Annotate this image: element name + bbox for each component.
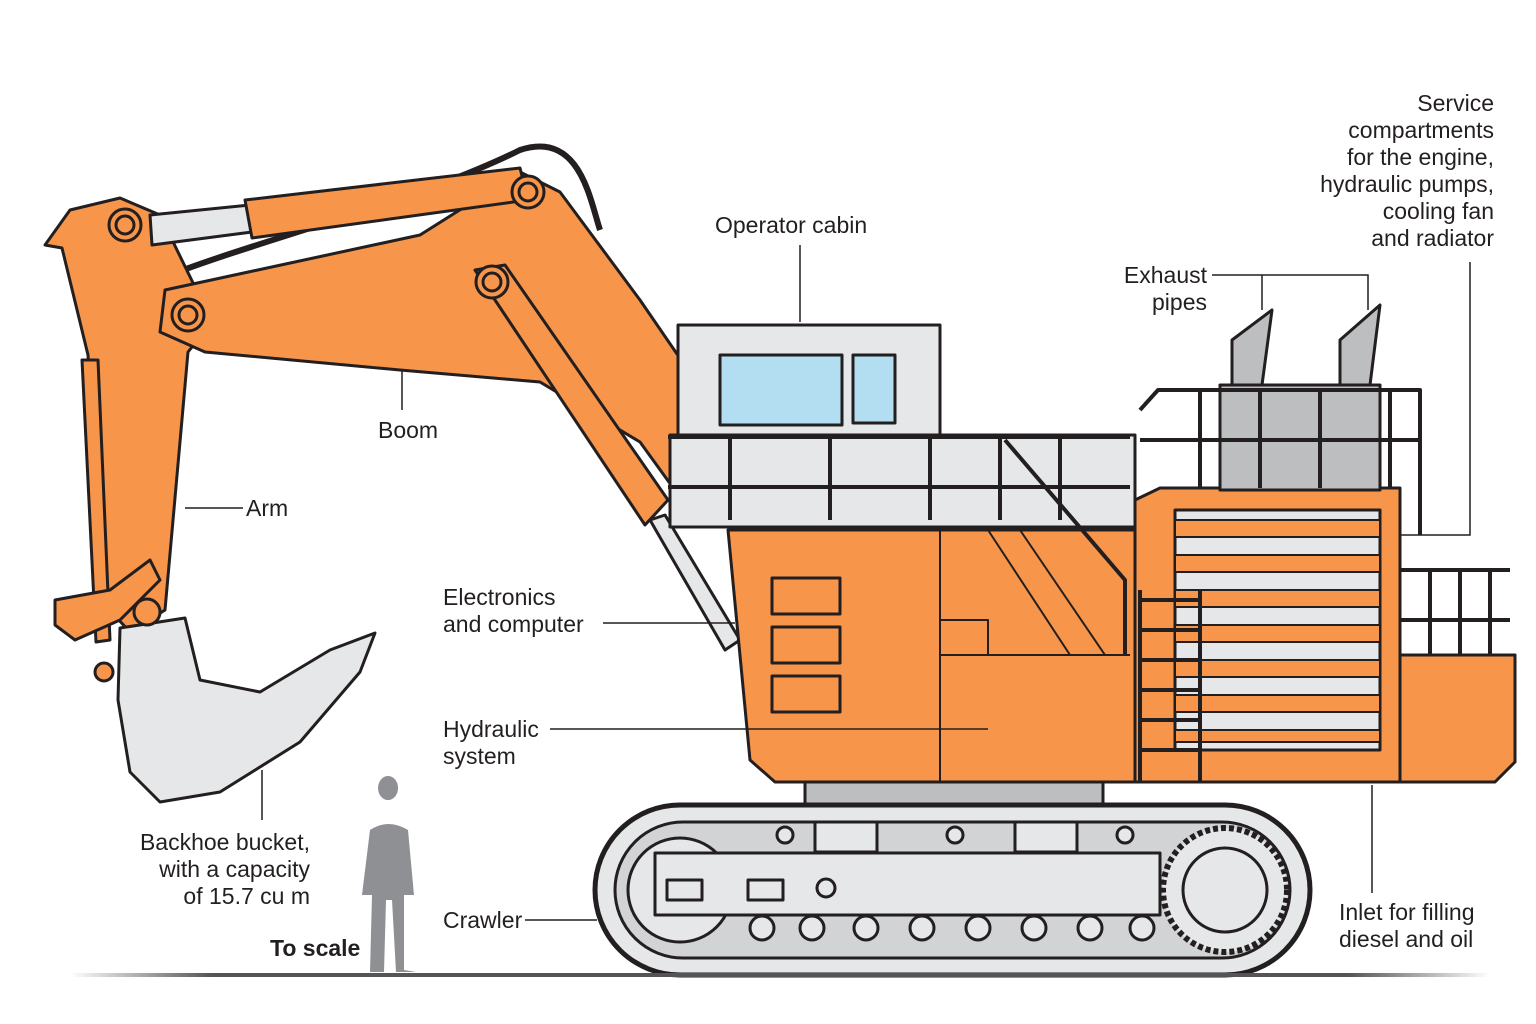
leader-lines xyxy=(185,245,1471,921)
rear-counterweight xyxy=(1398,653,1517,784)
label-electronics: Electronics and computer xyxy=(443,584,584,637)
ground-line xyxy=(70,973,1490,977)
backhoe-bucket xyxy=(116,616,377,804)
engine-block xyxy=(1218,383,1382,492)
label-inlet: Inlet for filling diesel and oil xyxy=(1339,899,1475,952)
arm xyxy=(43,196,214,634)
cabin-window-small xyxy=(851,353,897,425)
cabin-window xyxy=(718,353,844,427)
exhaust-pipe xyxy=(1338,303,1382,387)
label-hydraulic-system: Hydraulic system xyxy=(443,716,539,769)
person-silhouette xyxy=(362,776,416,972)
label-to-scale: To scale xyxy=(270,935,361,961)
arm-hydraulic-cylinder xyxy=(148,203,254,247)
track-frame xyxy=(653,851,1162,917)
label-crawler: Crawler xyxy=(443,907,523,933)
label-exhaust-pipes: Exhaust pipes xyxy=(1123,262,1207,315)
arm-cylinder xyxy=(80,358,112,644)
label-service-compartments: Service compartments for the engine, hyd… xyxy=(1320,90,1494,251)
label-backhoe-bucket: Backhoe bucket, with a capacity of 15.7 … xyxy=(139,829,310,909)
upper-deck xyxy=(668,433,1137,529)
exhaust-pipe xyxy=(1230,308,1274,387)
label-arm: Arm xyxy=(246,495,289,521)
label-boom: Boom xyxy=(378,417,439,443)
label-operator-cabin: Operator cabin xyxy=(715,212,868,238)
